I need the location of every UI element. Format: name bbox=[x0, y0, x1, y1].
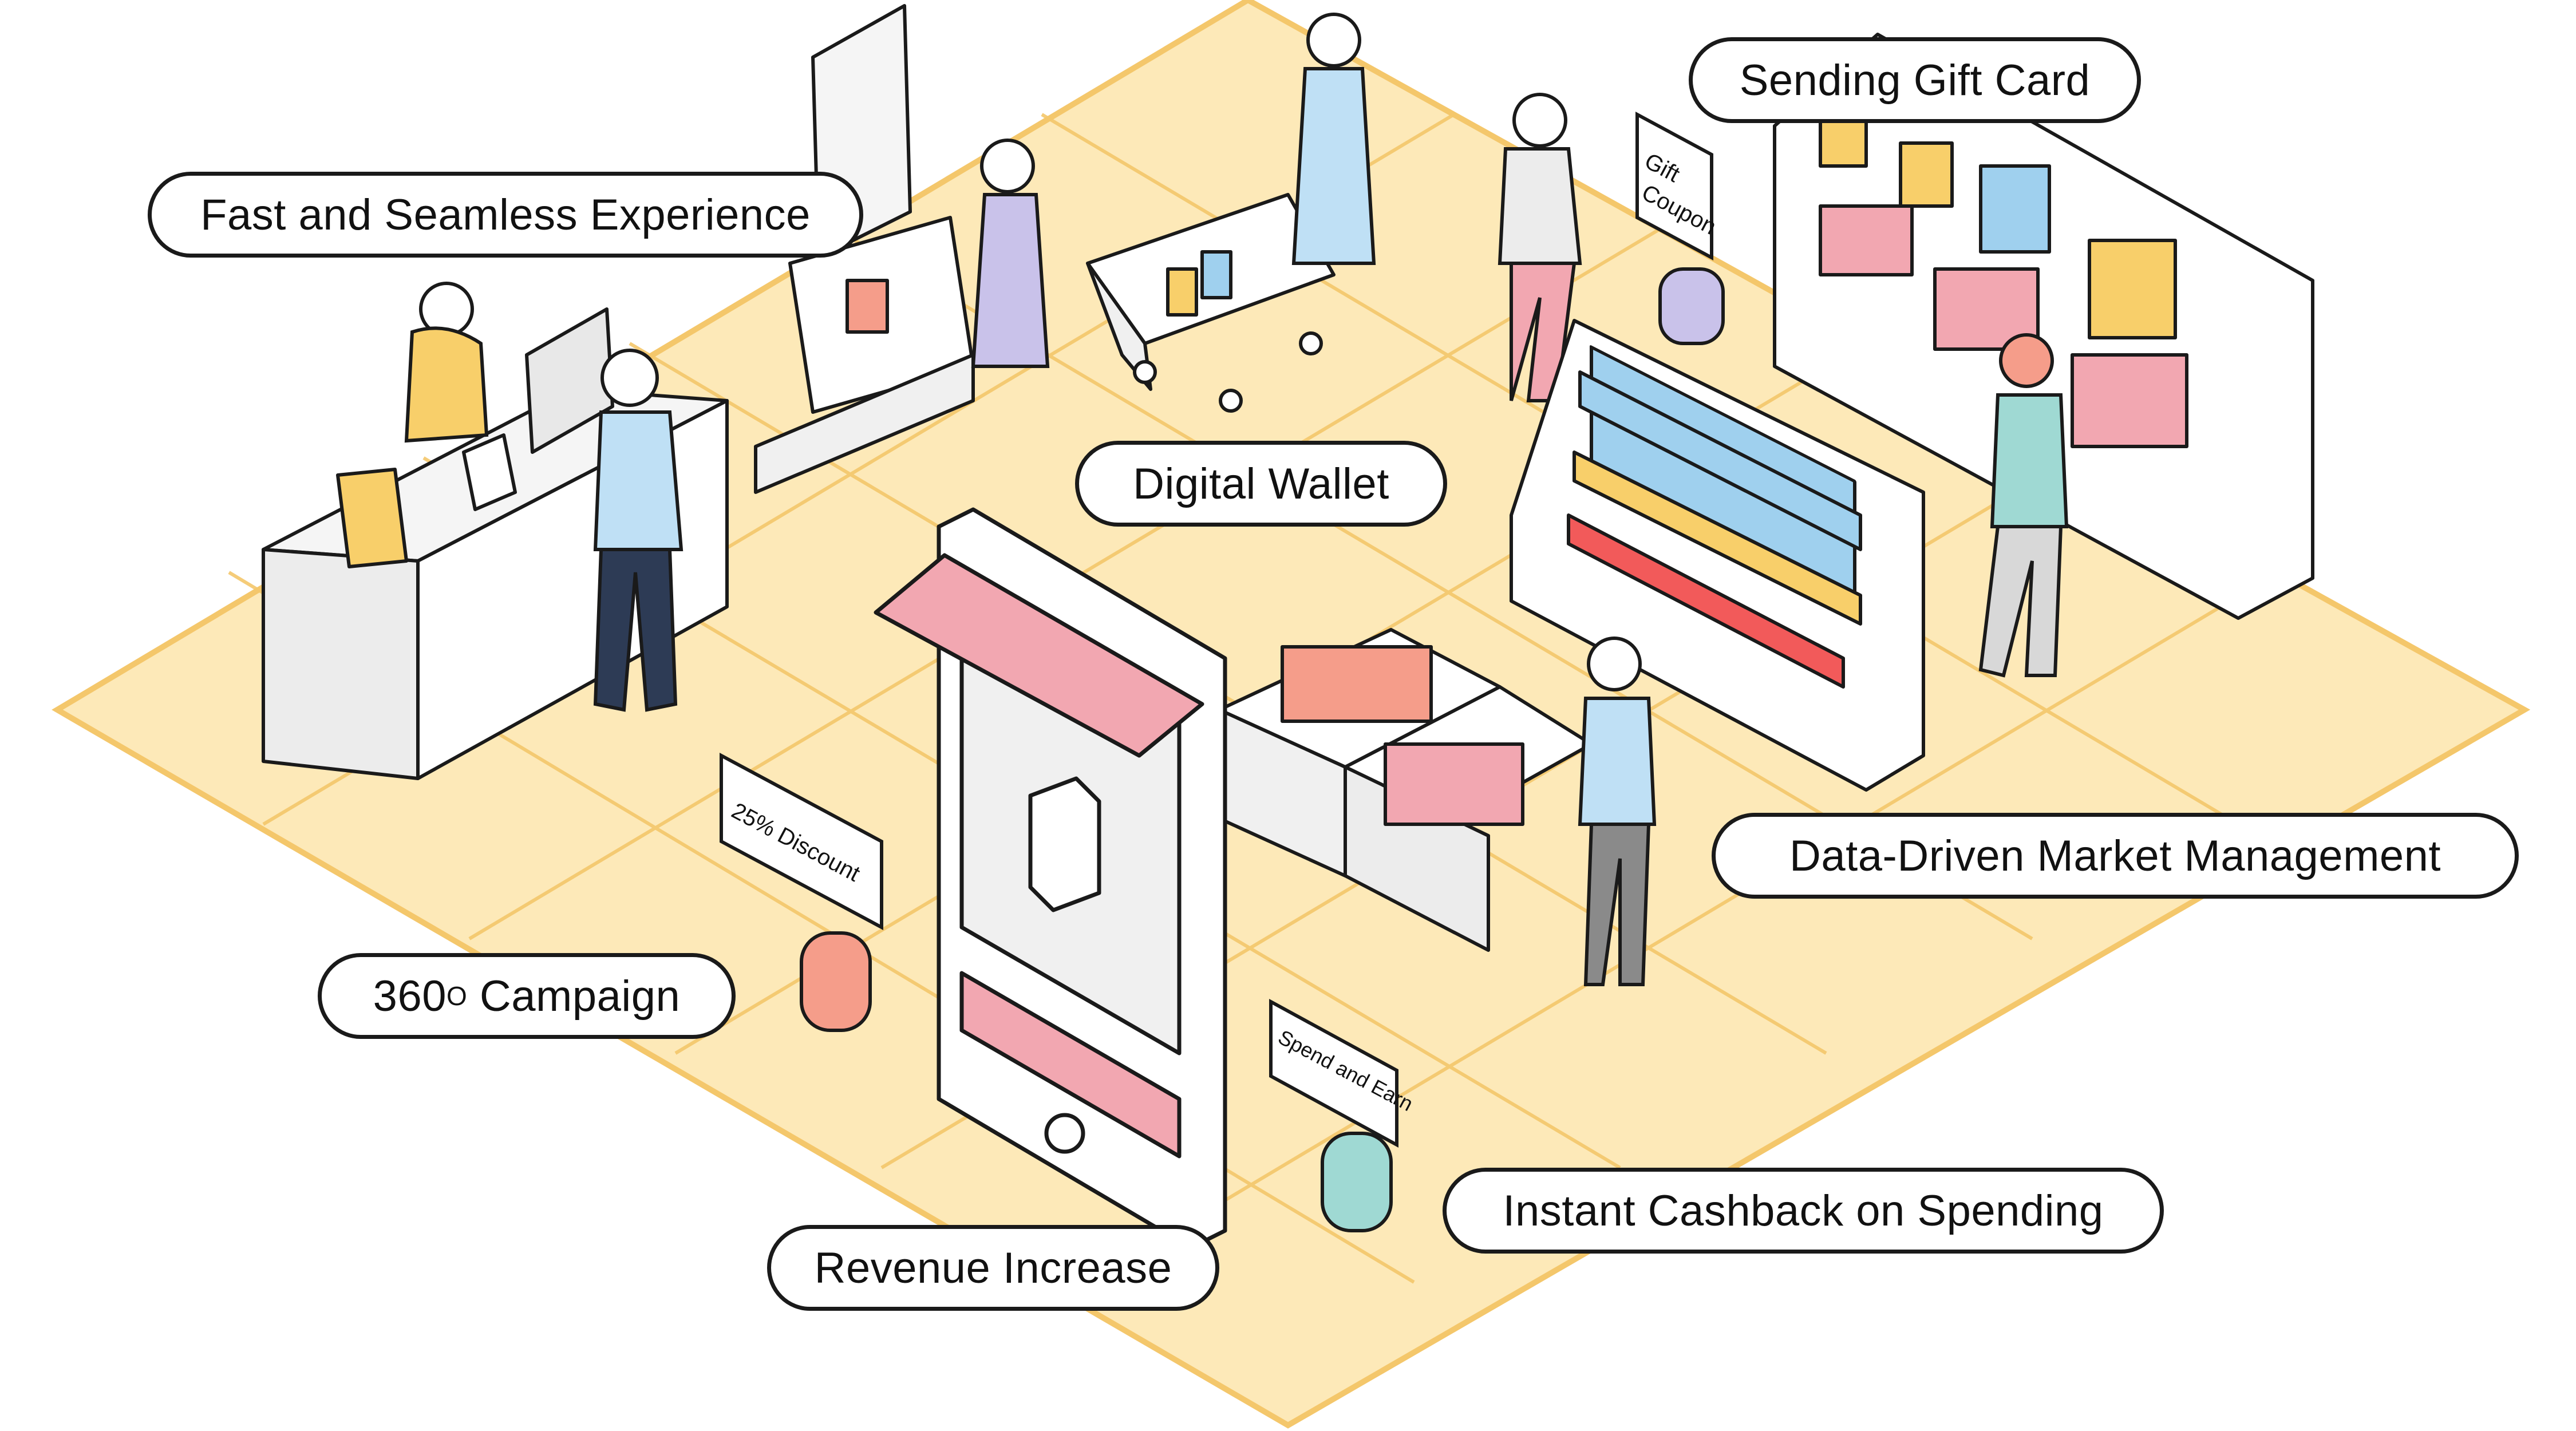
spend-earn-sign: Spend and Earn bbox=[1269, 998, 1417, 1232]
cashier-person bbox=[404, 282, 489, 443]
backpack-shopper-person bbox=[1978, 333, 2069, 678]
callout-digital-wallet: Digital Wallet bbox=[1075, 441, 1447, 527]
shopping-cart bbox=[1086, 193, 1336, 413]
phone-storefront bbox=[874, 507, 1227, 1250]
campaign-number: 360 bbox=[373, 971, 447, 1021]
shopper-with-bag-person bbox=[1578, 637, 1657, 986]
back-product-shelf bbox=[1773, 33, 2314, 620]
freezer-bins bbox=[1218, 628, 1593, 952]
campaign-degree-mark: O bbox=[446, 981, 468, 1011]
cart-shopper-person bbox=[1291, 13, 1376, 265]
callout-instant-cashback: Instant Cashback on Spending bbox=[1443, 1168, 2164, 1254]
callout-data-driven-management: Data-Driven Market Management bbox=[1712, 813, 2519, 899]
gift-coupon-sign: Gift Coupon bbox=[1635, 111, 1725, 345]
callout-revenue-increase: Revenue Increase bbox=[767, 1225, 1219, 1311]
kiosk-customer-person bbox=[971, 139, 1050, 368]
product-display-case bbox=[1510, 319, 1925, 792]
customer-paying-person bbox=[593, 349, 683, 712]
campaign-label: Campaign bbox=[479, 971, 681, 1021]
callout-fast-seamless-experience: Fast and Seamless Experience bbox=[148, 172, 863, 258]
callout-sending-gift-card: Sending Gift Card bbox=[1689, 37, 2141, 123]
